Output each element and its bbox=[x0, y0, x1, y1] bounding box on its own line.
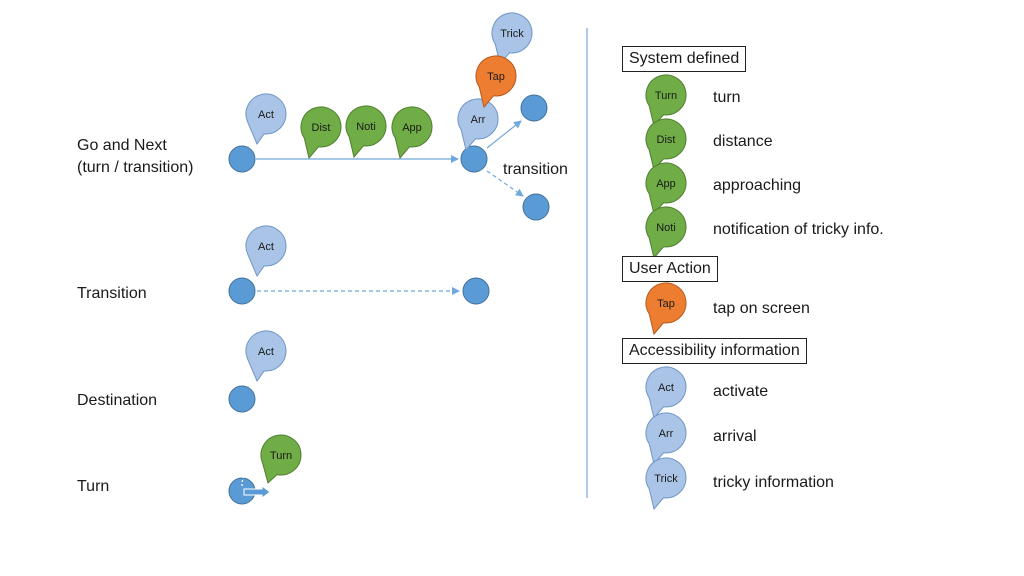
turn-up-arrow-icon bbox=[236, 460, 247, 471]
go-next-start-node bbox=[228, 145, 256, 173]
noti-bubble: Noti bbox=[345, 105, 387, 159]
legend-desc-notification: notification of tricky info. bbox=[713, 221, 884, 238]
row-label-transition: Transition bbox=[77, 285, 147, 302]
legend-tap-bubble: Tap bbox=[645, 282, 687, 336]
legend-arr-bubble-label: Arr bbox=[659, 428, 674, 440]
trick-bubble-label: Trick bbox=[500, 28, 524, 40]
legend-act-bubble-label: Act bbox=[658, 382, 674, 394]
legend-dist-bubble-label: Dist bbox=[657, 134, 676, 146]
legend-act-bubble: Act bbox=[645, 366, 687, 420]
turn-curve-icon bbox=[241, 467, 251, 487]
legend-system-defined-title: System defined bbox=[622, 46, 747, 72]
go-next-arrival-node bbox=[460, 145, 488, 173]
transition-branch-connector bbox=[486, 170, 524, 197]
noti-bubble-label: Noti bbox=[356, 121, 376, 133]
turn-branch-connector bbox=[486, 120, 522, 149]
transition-branch-label: transition bbox=[503, 161, 568, 178]
legend-dist-bubble: Dist bbox=[645, 118, 687, 172]
turn-bubble: Turn bbox=[260, 434, 302, 484]
row-label-destination: Destination bbox=[77, 392, 158, 409]
arr-bubble-label: Arr bbox=[471, 114, 486, 126]
legend-desc-tap: tap on screen bbox=[713, 300, 810, 317]
legend-app-bubble-label: App bbox=[656, 178, 676, 190]
legend-noti-bubble: Noti bbox=[645, 206, 687, 260]
act-bubble-destination-label: Act bbox=[258, 346, 274, 358]
legend-noti-bubble-label: Noti bbox=[656, 222, 676, 234]
act-bubble-go-next-label: Act bbox=[258, 109, 274, 121]
legend-desc-tricky: tricky information bbox=[713, 474, 834, 491]
turn-bubble-label: Turn bbox=[270, 450, 292, 462]
transition-start-node bbox=[228, 277, 256, 305]
destination-node bbox=[228, 385, 256, 413]
legend-arr-bubble: Arr bbox=[645, 412, 687, 466]
transition-branch-node bbox=[522, 193, 550, 221]
tap-bubble: Tap bbox=[475, 55, 517, 109]
legend-desc-distance: distance bbox=[713, 133, 773, 150]
dist-bubble-label: Dist bbox=[312, 122, 331, 134]
trick-bubble: Trick bbox=[491, 12, 533, 66]
act-bubble-go-next: Act bbox=[245, 93, 287, 146]
legend-turn-bubble-label: Turn bbox=[655, 90, 677, 102]
tap-bubble-label: Tap bbox=[487, 71, 505, 83]
legend-accessibility-title: Accessibility information bbox=[622, 338, 807, 364]
legend-desc-activate: activate bbox=[713, 383, 769, 400]
row-label-go-next-line1: Go and Next bbox=[77, 137, 167, 154]
legend-user-action-title: User Action bbox=[622, 256, 718, 282]
act-bubble-transition: Act bbox=[245, 225, 287, 278]
row-label-go-next: Go and Next (turn / transition) bbox=[77, 135, 193, 179]
legend-trick-bubble: Trick bbox=[645, 457, 687, 511]
legend-turn-bubble: Turn bbox=[645, 74, 687, 128]
row-label-go-next-line2: (turn / transition) bbox=[77, 159, 194, 176]
arr-bubble: Arr bbox=[457, 98, 499, 152]
app-bubble: App bbox=[391, 106, 433, 160]
legend-tap-bubble-label: Tap bbox=[657, 298, 675, 310]
dist-bubble: Dist bbox=[300, 106, 342, 160]
act-bubble-transition-label: Act bbox=[258, 241, 274, 253]
turn-right-arrow-icon bbox=[243, 485, 271, 499]
legend-trick-bubble-label: Trick bbox=[654, 473, 678, 485]
transition-end-node bbox=[462, 277, 490, 305]
legend-desc-arrival: arrival bbox=[713, 428, 757, 445]
act-bubble-destination: Act bbox=[245, 330, 287, 383]
app-bubble-label: App bbox=[402, 122, 422, 134]
row-label-turn: Turn bbox=[77, 478, 110, 495]
legend-desc-turn: turn bbox=[713, 89, 741, 106]
legend-desc-approaching: approaching bbox=[713, 177, 802, 194]
legend-app-bubble: App bbox=[645, 162, 687, 216]
turn-branch-node bbox=[520, 94, 548, 122]
